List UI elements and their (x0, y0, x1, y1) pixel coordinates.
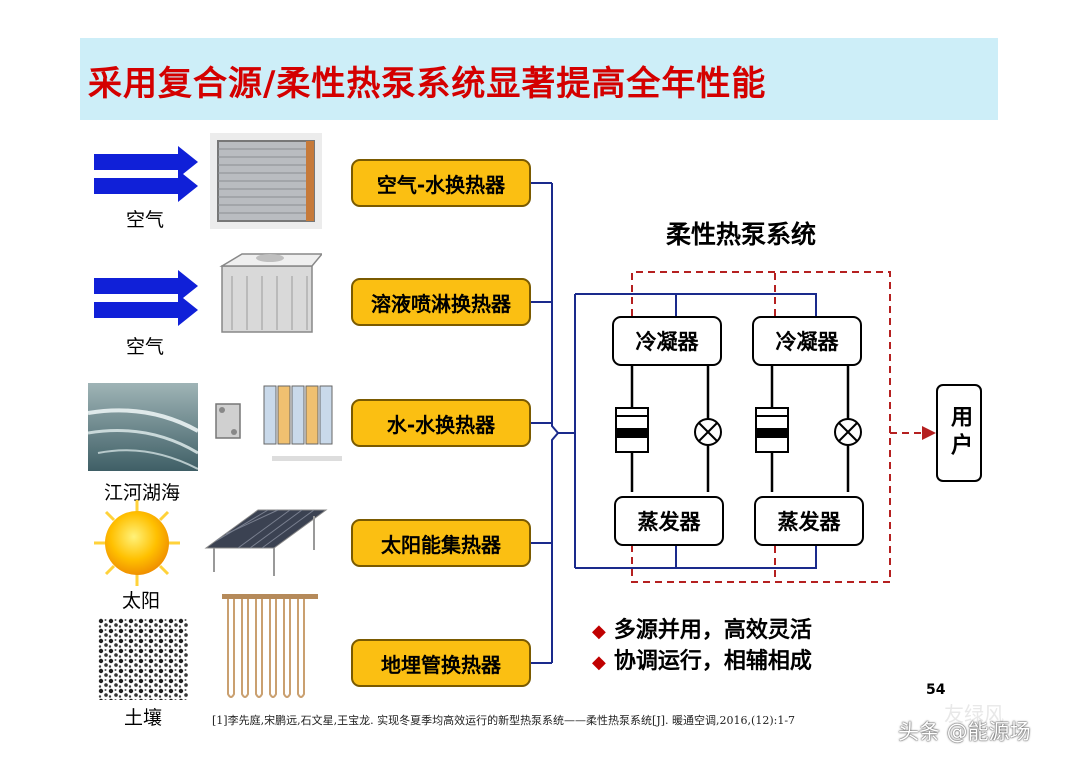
bullet-2: ◆ 协调运行，相辅相成 (592, 643, 812, 675)
bullet-text-1: 多源并用，高效灵活 (614, 618, 812, 643)
compressor-icon (754, 406, 790, 456)
compressor-icon (614, 406, 650, 456)
exchanger-ground-loop: 地埋管换热器 (351, 639, 531, 687)
page-number: 54 (926, 682, 945, 698)
citation: [1]李先庭,宋鹏远,石文星,王宝龙. 实现冬夏季均高效运行的新型热泵系统——柔… (212, 712, 795, 728)
expansion-valve-icon (692, 416, 724, 448)
exchanger-air-water: 空气-水换热器 (351, 159, 531, 207)
system-title: 柔性热泵系统 (666, 215, 816, 251)
evaporator-2: 蒸发器 (754, 496, 864, 546)
exchanger-solar-collector: 太阳能集热器 (351, 519, 531, 567)
evaporator-1: 蒸发器 (614, 496, 724, 546)
expansion-valve-icon (832, 416, 864, 448)
user-box: 用户 (936, 384, 982, 482)
watermark-source: 头条 @能源场 (898, 716, 1031, 746)
bullet-1: ◆ 多源并用，高效灵活 (592, 612, 812, 644)
bullet-text-2: 协调运行，相辅相成 (614, 649, 812, 674)
exchanger-water-water: 水-水换热器 (351, 399, 531, 447)
condenser-1: 冷凝器 (612, 316, 722, 366)
diamond-bullet-icon: ◆ (592, 621, 606, 642)
diamond-bullet-icon: ◆ (592, 652, 606, 673)
condenser-2: 冷凝器 (752, 316, 862, 366)
exchanger-solution-spray: 溶液喷淋换热器 (351, 278, 531, 326)
